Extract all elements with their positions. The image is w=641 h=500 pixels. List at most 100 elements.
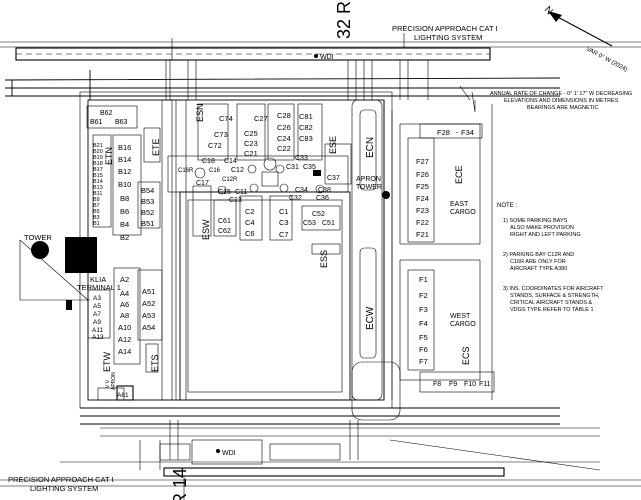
stand-b7: B7 [93, 203, 100, 209]
central-taxiways [161, 99, 401, 421]
runway-bottom [0, 467, 641, 500]
apron-tower-2: TOWER [356, 184, 382, 191]
stand-f23: F23 [416, 206, 429, 215]
runway-end-14l: R 14 [170, 468, 190, 500]
note-2-line1: 2) PARKING BAY C12R AND [503, 252, 574, 258]
taxiway-ecw: ECW [365, 306, 376, 330]
runway-32r-14l-outline [15, 47, 491, 61]
stand-a14: A14 [118, 347, 131, 356]
stand-b17: B17 [93, 167, 103, 173]
stand-b62: B62 [100, 110, 113, 117]
note-3-line1: 3) INS. COORDINATES FOR AIRCRAFT [503, 286, 604, 292]
wdi-bottom: WDI [222, 450, 236, 457]
west-cargo-1: WEST [450, 313, 471, 320]
stand-c53: C53 [303, 220, 316, 227]
note-1-line1: 1) SOME PARKING BAYS [503, 218, 568, 224]
stand-c11: C11 [235, 189, 247, 196]
stand-f28: F28 [437, 128, 450, 137]
annual-note-2: ELEVATIONS AND DIMENSIONS IN METRES [504, 98, 619, 104]
stand-b61: B61 [90, 119, 103, 126]
stand-a4: A4 [120, 289, 129, 298]
stand-b13: B13 [93, 185, 103, 191]
stand-b10: B10 [118, 180, 131, 189]
stand-b52: B52 [141, 208, 154, 217]
stand-f9: F9 [449, 381, 457, 388]
west-cargo-2: CARGO [450, 321, 476, 328]
a-pier [87, 267, 163, 401]
annual-note-1: ANNUAL RATE OF CHANGE - 0° 1' 17" W DECR… [490, 91, 632, 97]
note-3-line2: STANDS, SURFACE & STRENGTH, [510, 293, 600, 299]
wdi-top: WDI [320, 54, 334, 61]
stand-a52: A52 [142, 299, 155, 308]
stand-f26: F26 [416, 170, 429, 179]
taxiway-ete: ETE [151, 138, 161, 156]
stand-f5: F5 [419, 333, 428, 342]
stand-f34: F34 [461, 128, 474, 137]
terminal-building [19, 191, 390, 310]
note-1-line3: RIGHT AND LEFT PARKING [510, 232, 581, 238]
taxiway-ecn: ECN [365, 137, 376, 158]
stand-b3: B3 [93, 215, 100, 221]
taxiway-ess: ESS [319, 250, 329, 268]
taxiway-esw: ESW [201, 219, 211, 240]
stand-b12: B12 [118, 167, 131, 176]
stand-b16: B16 [118, 143, 131, 152]
stand-c72: C72 [208, 141, 222, 150]
stand-c12r: C12R [222, 177, 238, 183]
stand-b14-left: B14 [93, 179, 103, 185]
stand-c25: C25 [244, 129, 258, 138]
stand-c4: C4 [245, 218, 255, 227]
taxiway-ets: ETS [150, 354, 160, 372]
stand-f25: F25 [416, 182, 429, 191]
lighting-bottom-line1: PRECISION APPROACH CAT I [8, 475, 114, 484]
b-pier [86, 105, 161, 236]
stand-b8: B8 [120, 194, 129, 203]
taxiway-esn: ESN [195, 103, 205, 122]
lighting-bottom-line2: LIGHTING SYSTEM [30, 484, 98, 493]
stand-a51: A51 [142, 287, 155, 296]
v-apron-1: V V [105, 379, 111, 388]
stand-c2: C2 [245, 207, 255, 216]
stand-c1: C1 [279, 207, 289, 216]
note-3-line4: VDGS TYPE REFER TO TABLE 1 [510, 307, 594, 313]
stand-c6: C6 [245, 229, 255, 238]
stand-b18: B18 [93, 161, 103, 167]
tower-label: TOWER [24, 233, 52, 242]
annual-note-3: BEARINGS ARE MAGNETIC [527, 105, 599, 111]
stand-c74: C74 [219, 114, 233, 123]
lighting-top-line1: PRECISION APPROACH CAT I [392, 24, 498, 33]
terminal-label-2: TERMINAL 1 [77, 283, 121, 292]
taxiway-ecs: ECS [461, 346, 471, 365]
stand-b9: B9 [93, 197, 100, 203]
stand-a10: A10 [118, 323, 131, 332]
stand-f2: F2 [419, 291, 428, 300]
stand-c34: C34 [295, 187, 308, 194]
stand-c26: C26 [277, 123, 291, 132]
stand-c83: C83 [299, 134, 313, 143]
stand-f1: F1 [419, 275, 428, 284]
stand-c61: C61 [218, 218, 231, 225]
stand-c15: C15 [218, 189, 231, 196]
note-2-line3: AIRCRAFT TYPE A380 [510, 266, 567, 272]
stand-c28: C28 [277, 111, 291, 120]
stand-f3: F3 [419, 305, 428, 314]
stand-a2: A2 [120, 275, 129, 284]
stand-c22: C22 [277, 144, 291, 153]
stand-c33: C33 [295, 155, 308, 162]
stand-a8: A8 [120, 311, 129, 320]
stand-c35: C35 [303, 164, 316, 171]
stand-b4: B4 [120, 220, 129, 229]
stand-b1: B1 [93, 221, 100, 227]
stand-b54: B54 [141, 186, 154, 195]
note-title: NOTE : [497, 203, 517, 209]
stand-c16r: C16R [178, 168, 194, 174]
stand-c23: C23 [244, 139, 258, 148]
stand-b5: B5 [93, 209, 100, 215]
stand-c38: C38 [318, 187, 331, 194]
stand-c24: C24 [277, 134, 291, 143]
east-apron [383, 100, 495, 400]
stand-a7: A7 [93, 311, 101, 318]
stand-b2: B2 [120, 233, 129, 242]
stand-b63: B63 [115, 119, 128, 126]
stand-c62: C62 [218, 228, 231, 235]
